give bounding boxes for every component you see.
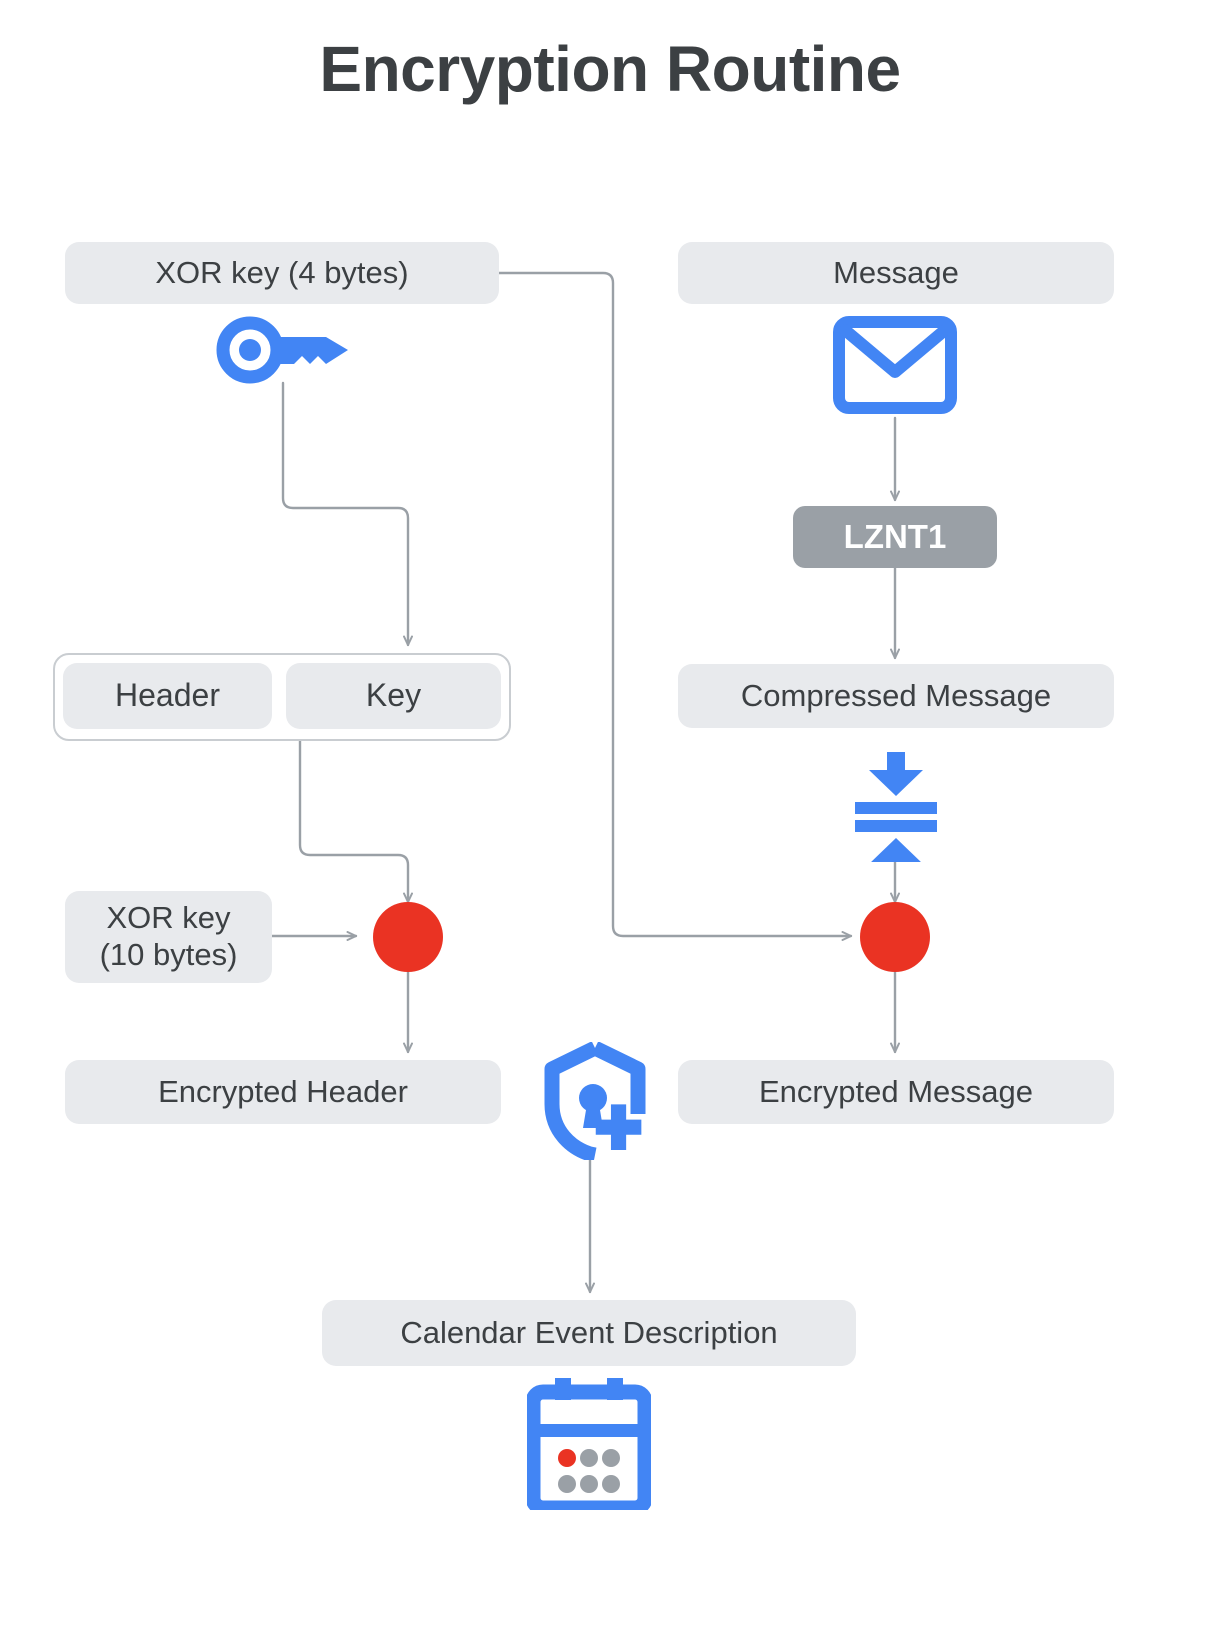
node-message[interactable]: Message <box>678 242 1114 304</box>
wire-headerkey-to-left-operator <box>298 739 413 904</box>
node-xor-key-4-bytes[interactable]: XOR key (4 bytes) <box>65 242 499 304</box>
key-icon <box>208 312 358 388</box>
node-compressed-message[interactable]: Compressed Message <box>678 664 1114 728</box>
node-message-label: Message <box>833 254 959 290</box>
node-compressed-message-label: Compressed Message <box>740 677 1052 713</box>
node-header-label: Header <box>115 677 220 714</box>
node-xor-key-10-bytes[interactable]: XOR key (10 bytes) <box>65 891 272 983</box>
wire-key-icon-to-key <box>281 381 413 647</box>
xor-operator-left[interactable] <box>373 902 443 972</box>
header-key-group <box>53 653 511 741</box>
envelope-icon <box>833 316 957 414</box>
node-lznt1-label: LZNT1 <box>843 517 947 555</box>
node-encrypted-header[interactable]: Encrypted Header <box>65 1060 501 1124</box>
node-encrypted-message-label: Encrypted Message <box>759 1073 1033 1109</box>
node-key-label: Key <box>365 677 422 714</box>
compress-icon <box>851 752 941 882</box>
page-title: Encryption Routine <box>319 33 901 105</box>
calendar-icon <box>525 1378 653 1516</box>
node-key[interactable]: Key <box>286 663 501 729</box>
node-encrypted-header-label: Encrypted Header <box>158 1073 408 1109</box>
node-encrypted-message[interactable]: Encrypted Message <box>678 1060 1114 1124</box>
node-calendar-event-description-label: Calendar Event Description <box>400 1314 778 1350</box>
node-xor-key-10-bytes-line2: (10 bytes) <box>99 937 238 972</box>
shield-lock-add-icon <box>540 1041 650 1163</box>
wire-xorkey4-to-right-operator <box>497 271 853 941</box>
node-calendar-event-description[interactable]: Calendar Event Description <box>322 1300 856 1366</box>
xor-operator-right[interactable] <box>860 902 930 972</box>
node-lznt1[interactable]: LZNT1 <box>793 506 997 568</box>
node-xor-key-10-bytes-line1: XOR key <box>106 900 231 936</box>
node-header[interactable]: Header <box>63 663 272 729</box>
node-xor-key-4-bytes-label: XOR key (4 bytes) <box>155 254 409 290</box>
